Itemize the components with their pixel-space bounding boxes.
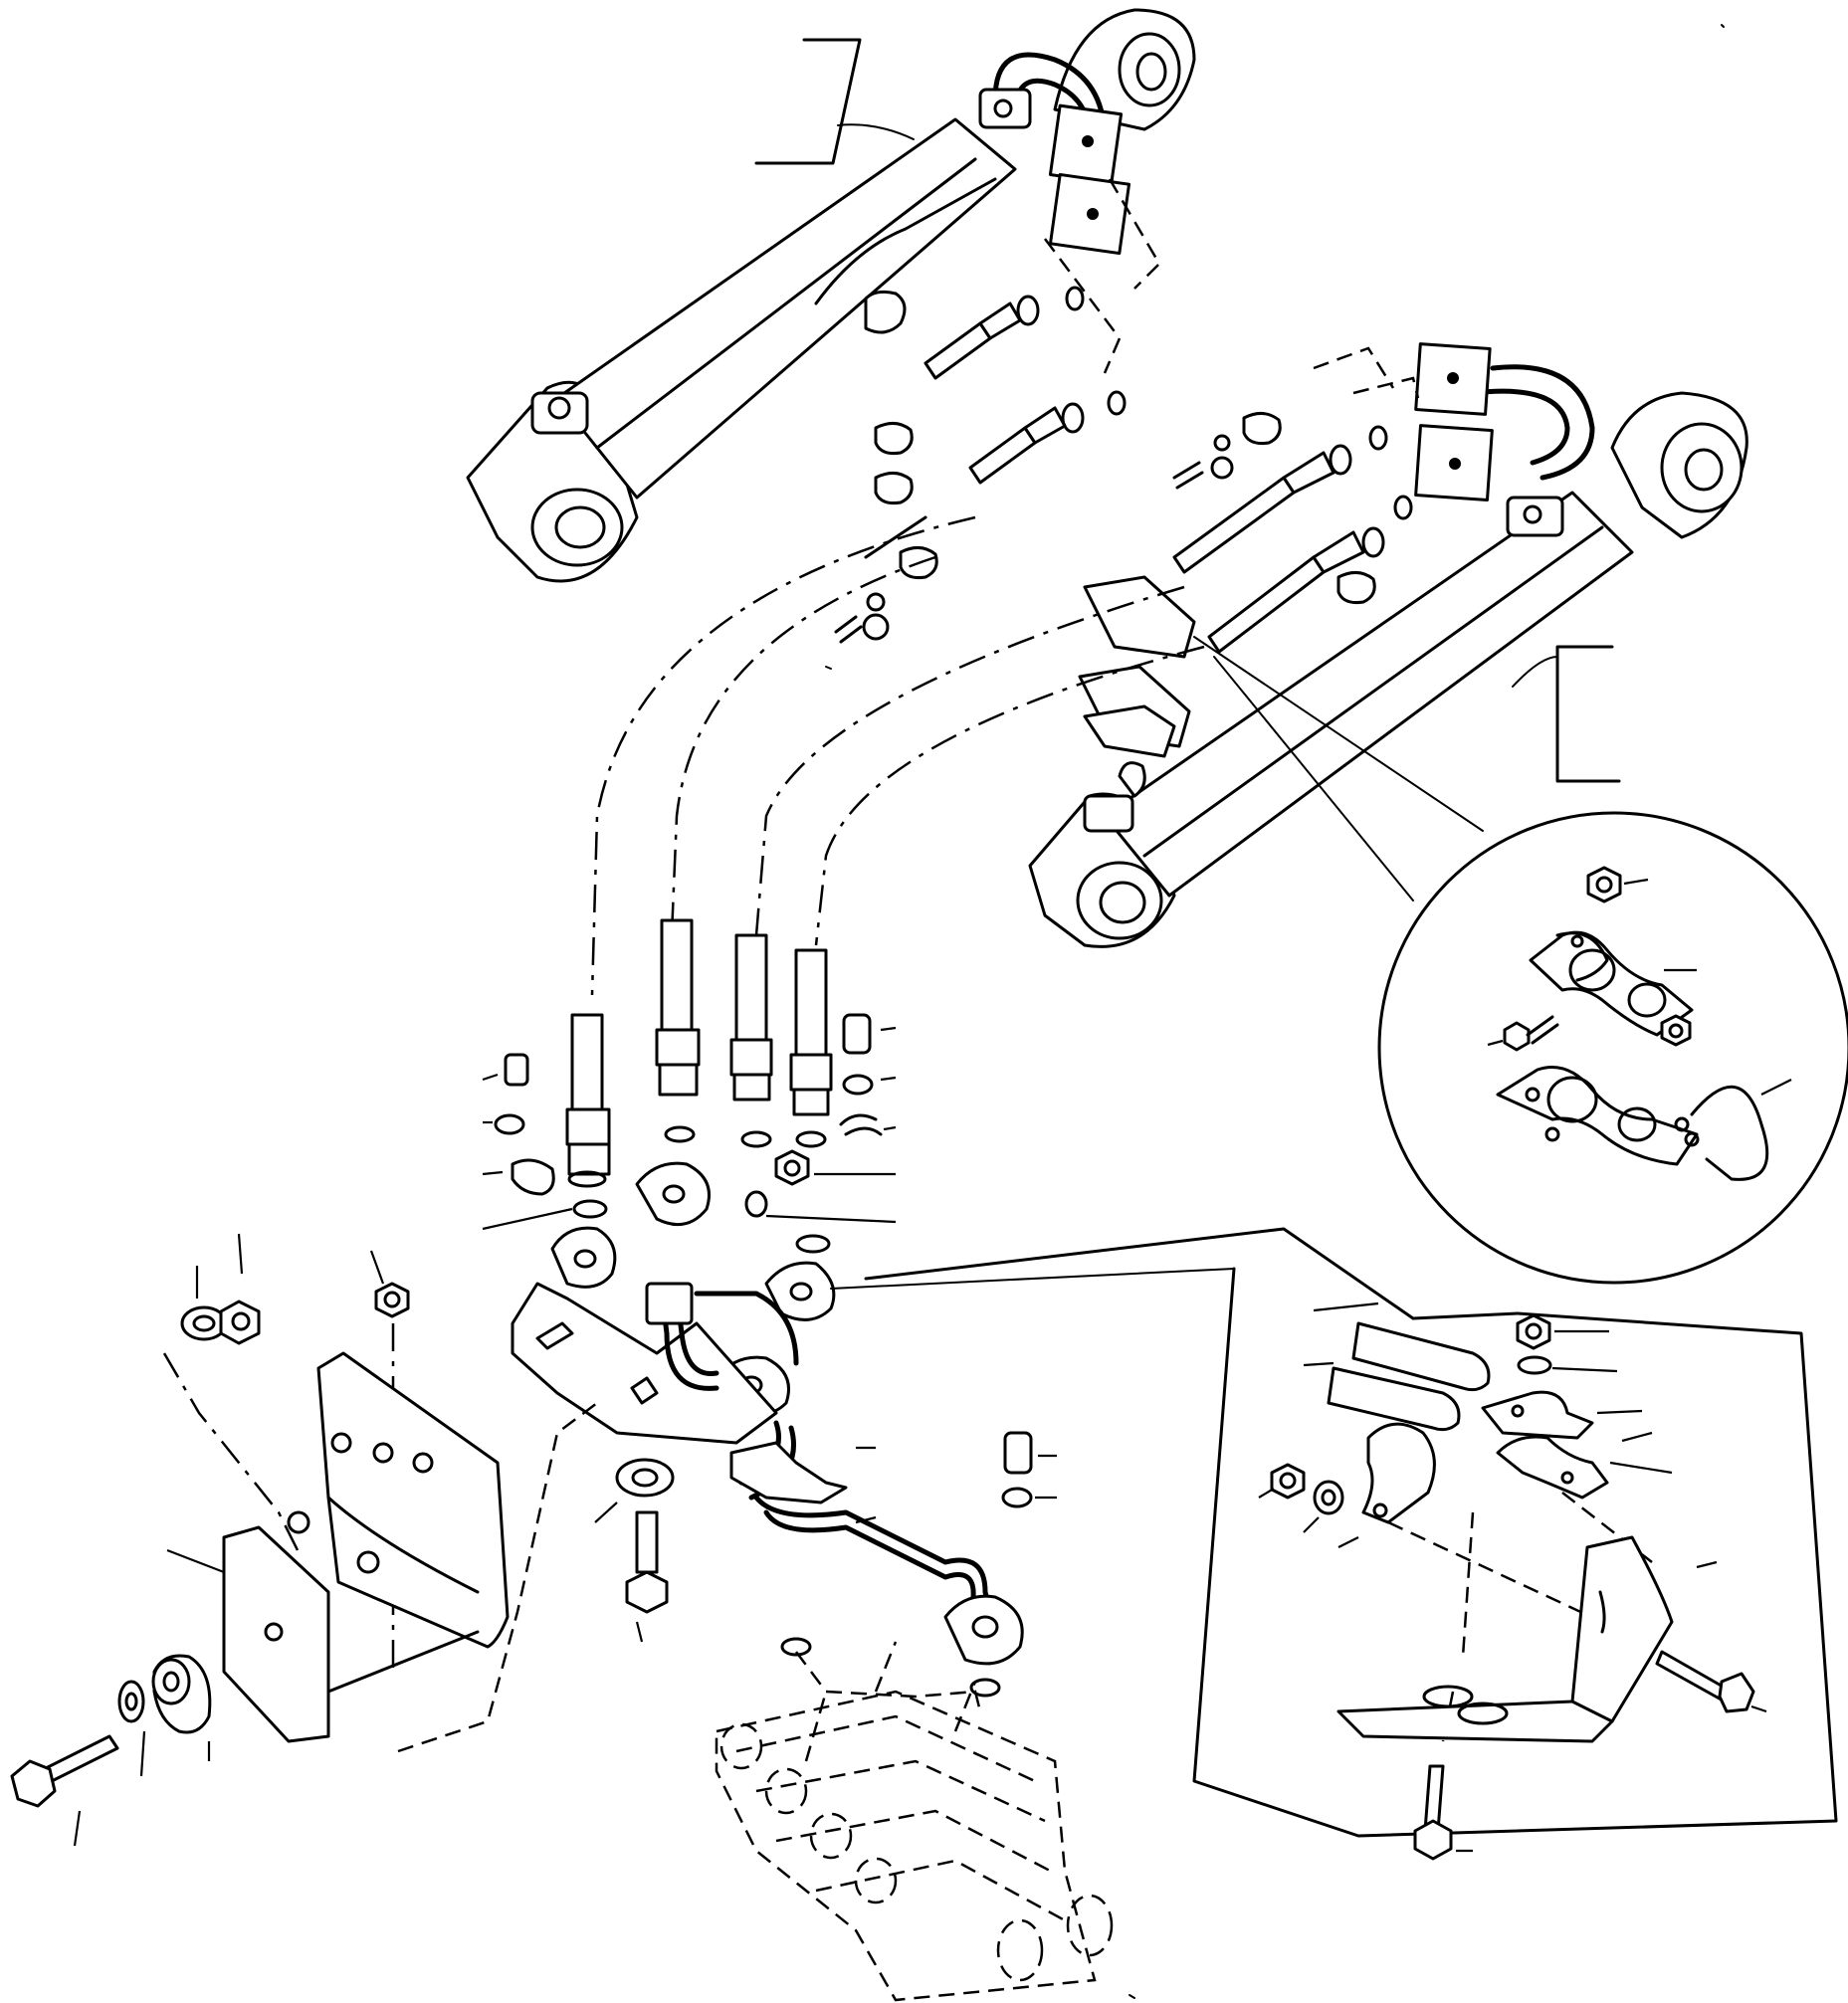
l-bracket [1336, 1535, 1674, 1743]
right-cylinder-callout-leader [1555, 645, 1621, 783]
half-clamp-right-upper [1481, 1390, 1594, 1440]
pipe-uprights [565, 918, 833, 1188]
long-bolt-head [10, 1759, 57, 1808]
half-clamp-left [1361, 1422, 1436, 1524]
mounting-bracket-assembly [10, 1233, 598, 1847]
mounting-plate [222, 1525, 330, 1743]
detail-circle-inset [1193, 636, 1848, 1285]
upper-cylinder [466, 8, 1196, 644]
right-fasteners [744, 1013, 897, 1224]
right-cylinder [1028, 342, 1748, 948]
clamp-detail-inset [830, 1227, 1838, 1861]
cylinder-barrel [555, 117, 1017, 500]
control-valve-block [715, 1641, 1114, 2002]
angle-bracket [316, 1351, 510, 1649]
bottom-flange [943, 1594, 1024, 1666]
half-clamp-right-lower [1496, 1435, 1609, 1500]
central-manifold-assembly [482, 515, 1205, 1712]
left-fasteners [482, 1053, 573, 1231]
double-clamp [1083, 575, 1196, 659]
clamp-lower [1496, 1066, 1699, 1166]
detail-circle-boundary [1377, 811, 1848, 1285]
clamp-upper [1529, 930, 1694, 1037]
manifold-base-plate [511, 1282, 778, 1445]
upper-cylinder-callout-leader [754, 38, 862, 165]
